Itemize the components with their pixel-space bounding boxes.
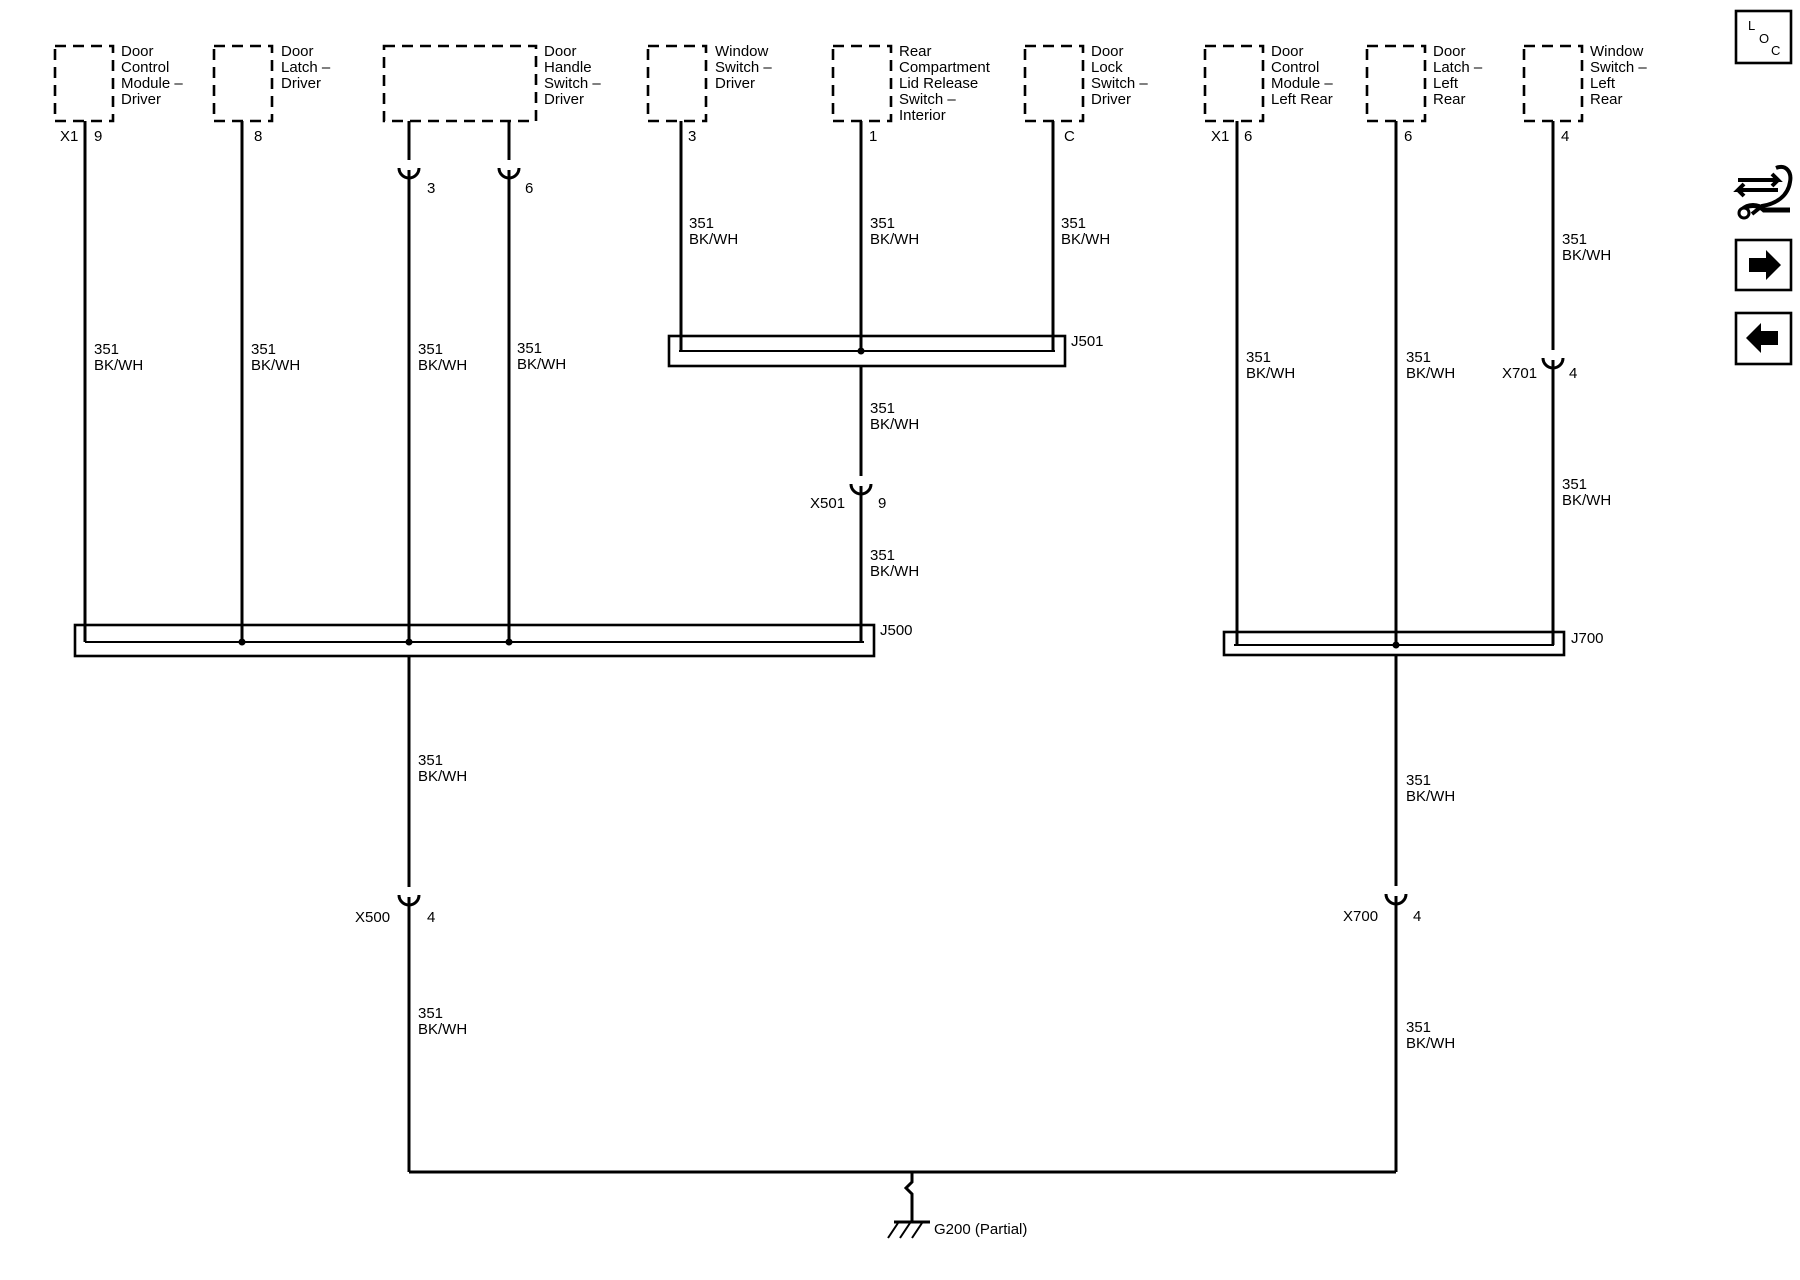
x500-name: X500 bbox=[355, 909, 390, 926]
window-lr-box bbox=[1522, 44, 1584, 123]
dcm-lr-pin: 6 bbox=[1244, 128, 1252, 145]
handle-pin6-connector-symbol bbox=[497, 167, 521, 180]
dcm-driver-connector: X1 bbox=[60, 128, 78, 145]
arrow-right-icon bbox=[1749, 250, 1781, 280]
dcm-lr-box bbox=[1203, 44, 1265, 123]
window-driver-pin: 3 bbox=[688, 128, 696, 145]
j501-label: J501 bbox=[1071, 333, 1104, 350]
inline-connectors bbox=[397, 148, 1565, 907]
wires bbox=[83, 121, 1555, 1222]
component-boxes bbox=[53, 44, 1584, 123]
handle-driver-label: Door Handle Switch – Driver bbox=[544, 43, 605, 108]
inline-connector-labels: 3 6 X501 9 X701 4 X500 4 X700 4 bbox=[355, 180, 1577, 926]
rear-lid-pin: 1 bbox=[869, 128, 877, 145]
component-labels: Door Control Module – Driver Door Latch … bbox=[121, 43, 1651, 124]
dcm-driver-pin: 9 bbox=[94, 128, 102, 145]
arrow-left-icon bbox=[1746, 323, 1778, 353]
rear-lid-label: Rear Compartment Lid Release Switch – In… bbox=[899, 43, 994, 124]
x501-pin: 9 bbox=[878, 495, 886, 512]
side-nav: L O C bbox=[1733, 9, 1793, 366]
ground-symbol: G200 (Partial) bbox=[887, 1220, 1027, 1239]
window-driver-label: Window Switch – Driver bbox=[715, 43, 776, 92]
connector-tools-icon[interactable] bbox=[1733, 165, 1793, 220]
window-lr-pin: 4 bbox=[1561, 128, 1569, 145]
previous-button[interactable] bbox=[1734, 311, 1793, 366]
dcm-lr-connector: X1 bbox=[1211, 128, 1229, 145]
pin-labels: X1 9 8 3 1 C X1 6 6 4 bbox=[60, 128, 1569, 145]
handle-pin-6: 6 bbox=[525, 180, 533, 197]
splice-dots bbox=[238, 347, 1400, 649]
lock-driver-label: Door Lock Switch – Driver bbox=[1091, 43, 1152, 108]
latch-driver-box bbox=[212, 44, 274, 123]
x501-connector-symbol bbox=[849, 483, 873, 496]
window-driver-box bbox=[646, 44, 708, 123]
x701-name: X701 bbox=[1502, 365, 1537, 382]
latch-lr-label: Door Latch – Left Rear bbox=[1433, 43, 1486, 108]
dcm-driver-box bbox=[53, 44, 115, 123]
lock-driver-box bbox=[1023, 44, 1085, 123]
latch-lr-pin: 6 bbox=[1404, 128, 1412, 145]
splice-bars: J500 J501 J700 bbox=[73, 333, 1604, 658]
j500-label: J500 bbox=[880, 622, 913, 639]
loc-c: C bbox=[1771, 43, 1780, 58]
x500-pin: 4 bbox=[427, 909, 435, 926]
handle-pin3-connector-symbol bbox=[397, 167, 421, 180]
loc-o: O bbox=[1759, 31, 1769, 46]
x500-connector-symbol bbox=[397, 894, 421, 907]
ground-label: G200 (Partial) bbox=[934, 1221, 1027, 1238]
handle-driver-box bbox=[382, 44, 538, 123]
dcm-lr-label: Door Control Module – Left Rear bbox=[1271, 43, 1337, 108]
next-button[interactable] bbox=[1734, 238, 1793, 292]
j500-splice bbox=[73, 623, 876, 658]
loc-l: L bbox=[1748, 18, 1755, 33]
latch-driver-pin: 8 bbox=[254, 128, 262, 145]
j700-label: J700 bbox=[1571, 630, 1604, 647]
dcm-driver-label: Door Control Module – Driver bbox=[121, 43, 187, 108]
latch-driver-label: Door Latch – Driver bbox=[281, 43, 334, 92]
window-lr-label: Window Switch – Left Rear bbox=[1590, 43, 1651, 108]
rear-lid-box bbox=[831, 44, 893, 123]
handle-pin-3: 3 bbox=[427, 180, 435, 197]
x700-pin: 4 bbox=[1413, 908, 1421, 925]
x501-name: X501 bbox=[810, 495, 845, 512]
loc-button[interactable]: L O C bbox=[1734, 9, 1793, 65]
x701-connector-symbol bbox=[1541, 357, 1565, 370]
x700-connector-symbol bbox=[1384, 893, 1408, 906]
lock-driver-pin: C bbox=[1064, 128, 1075, 145]
latch-lr-box bbox=[1365, 44, 1427, 123]
x700-name: X700 bbox=[1343, 908, 1378, 925]
x701-pin: 4 bbox=[1569, 365, 1577, 382]
